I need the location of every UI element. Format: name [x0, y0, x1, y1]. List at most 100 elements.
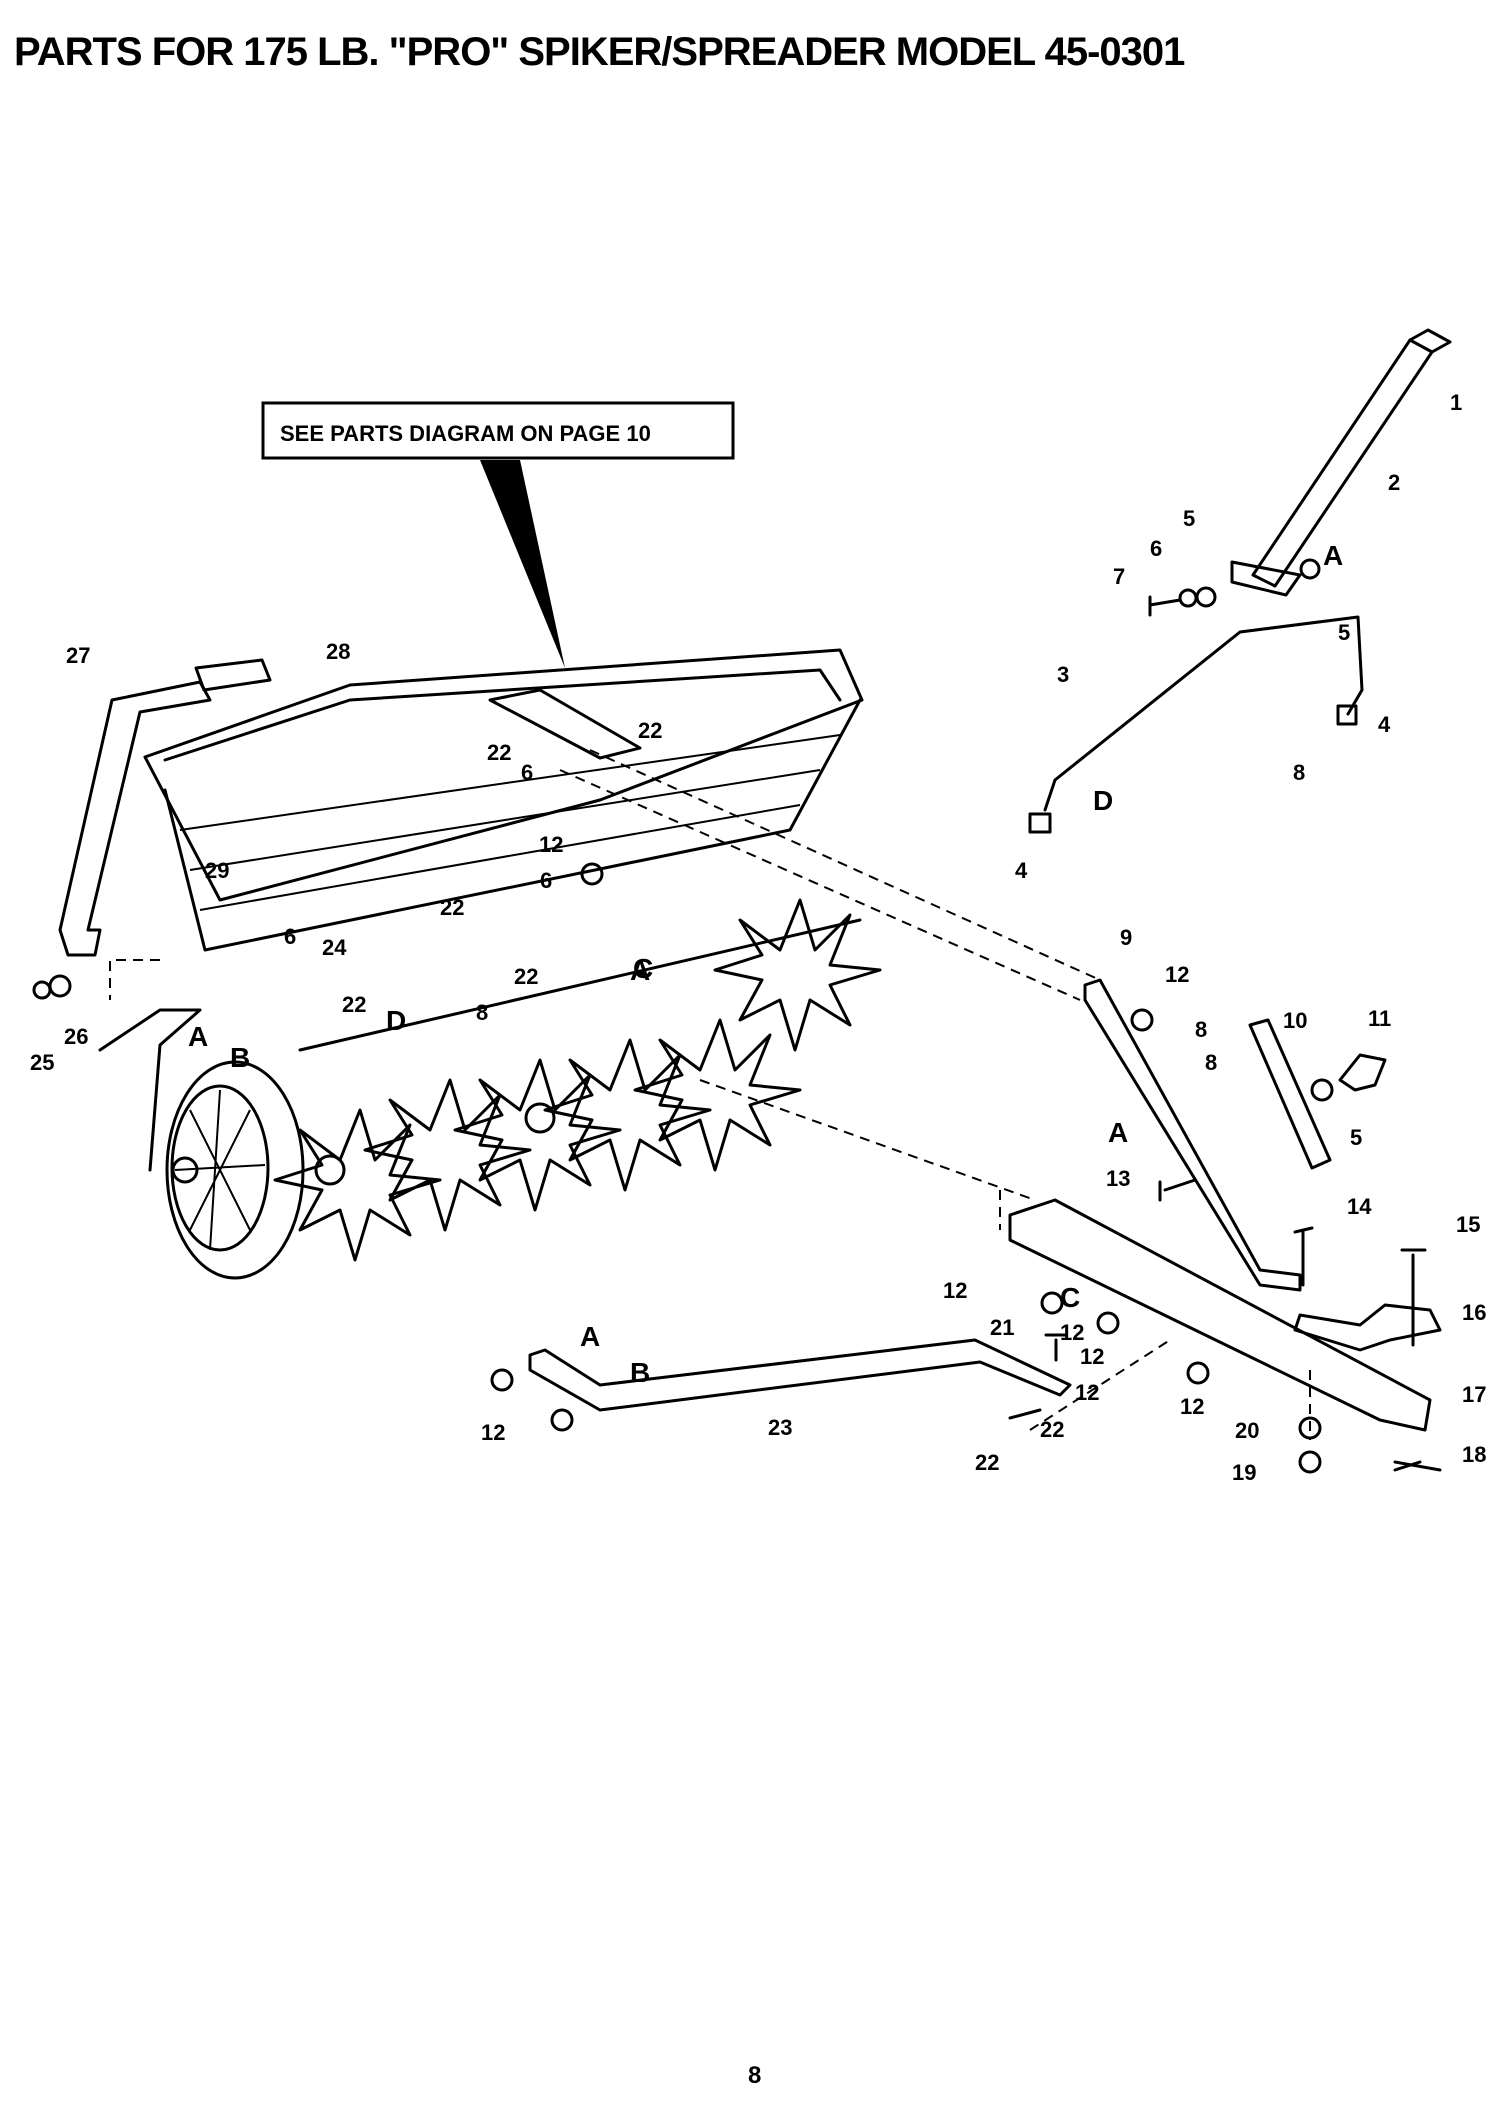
hitch-16	[1293, 1303, 1442, 1352]
hopper-body	[163, 698, 862, 952]
hopper-divider	[488, 688, 642, 760]
callout-5a: 5	[1183, 506, 1195, 531]
transport-wheel	[98, 1008, 305, 1280]
callout-12b: 12	[1165, 962, 1189, 987]
letter-a-5: A	[630, 955, 650, 986]
bracket-9	[1083, 978, 1302, 1292]
washer-26	[48, 974, 72, 998]
letter-a-1: A	[1323, 540, 1343, 571]
spokes	[174, 1089, 266, 1251]
callout-2: 2	[1388, 470, 1400, 495]
callout-7: 7	[1113, 564, 1125, 589]
callout-8b: 8	[1195, 1017, 1207, 1042]
callout-4a: 4	[1378, 712, 1391, 737]
callout-6a: 6	[1150, 536, 1162, 561]
callout-18: 18	[1462, 1442, 1486, 1467]
callout-22e: 22	[342, 992, 366, 1017]
callout-labels: 1 2 3 4 4 5 5 5 6 6 6 6 7 8 8 8 8 9 10 1…	[30, 390, 1486, 1485]
note-pointer	[480, 460, 565, 668]
callout-20: 20	[1235, 1418, 1259, 1443]
assembly-lines	[109, 749, 1311, 1440]
callout-14: 14	[1347, 1194, 1372, 1219]
callout-22c: 22	[440, 895, 464, 920]
callout-22a: 22	[487, 740, 511, 765]
callout-4b: 4	[1015, 858, 1028, 883]
callout-27: 27	[66, 643, 90, 668]
frame-assembly	[490, 862, 1442, 1474]
washer-5c	[1310, 1078, 1334, 1102]
letter-d-1: D	[1093, 785, 1113, 816]
callout-1: 1	[1450, 390, 1462, 415]
control-rod	[1043, 615, 1364, 812]
side-bracket	[32, 658, 272, 1000]
handle-27	[58, 680, 212, 957]
spike-wheels	[273, 898, 882, 1262]
nut-12g	[580, 862, 604, 886]
callout-6b: 6	[521, 760, 533, 785]
letter-b-2: B	[630, 1357, 650, 1388]
rod-end-d	[1028, 812, 1052, 834]
hopper-rim	[143, 648, 864, 902]
letter-a-2: A	[188, 1021, 208, 1052]
cap-28	[194, 658, 272, 692]
washer-5a	[1299, 558, 1321, 580]
callout-3: 3	[1057, 662, 1069, 687]
letter-d-2: D	[386, 1005, 406, 1036]
callout-29: 29	[205, 858, 229, 883]
handle-grip	[1408, 328, 1452, 354]
callout-12f: 12	[481, 1420, 505, 1445]
tow-bar-23	[528, 1338, 1072, 1412]
note-box-text: SEE PARTS DIAGRAM ON PAGE 10	[280, 421, 651, 446]
bolt-22	[1008, 1408, 1042, 1420]
wheel-arm	[98, 1008, 202, 1172]
nut-12d	[1130, 1008, 1154, 1032]
page-title: PARTS FOR 175 LB. "PRO" SPIKER/SPREADER …	[14, 30, 1185, 74]
bolt-14	[1293, 1226, 1314, 1287]
nut-12b	[1096, 1311, 1120, 1335]
callout-16: 16	[1462, 1300, 1486, 1325]
callout-22f: 22	[975, 1450, 999, 1475]
callout-11: 11	[1368, 1006, 1391, 1031]
callout-12g: 12	[1075, 1380, 1099, 1405]
handle-assembly	[1028, 328, 1452, 834]
axle-end	[314, 1154, 346, 1186]
bracket-assembly	[1083, 978, 1442, 1352]
nut-12f	[550, 1408, 574, 1432]
spike-axle	[273, 898, 882, 1262]
callout-10: 10	[1283, 1008, 1307, 1033]
callout-22g: 22	[1040, 1417, 1064, 1442]
callout-8d: 8	[1205, 1050, 1217, 1075]
bolt-21	[1044, 1333, 1068, 1362]
letter-b-1: B	[230, 1042, 250, 1073]
callout-8a: 8	[1293, 760, 1305, 785]
callout-22b: 22	[638, 718, 662, 743]
nut-12a	[1040, 1291, 1064, 1315]
pin-18	[1393, 1460, 1442, 1472]
note-callout: SEE PARTS DIAGRAM ON PAGE 10	[261, 401, 735, 668]
callout-6d: 6	[284, 924, 296, 949]
callout-21: 21	[990, 1315, 1014, 1340]
plate-10	[1248, 1018, 1332, 1170]
letter-c-1: C	[633, 953, 653, 984]
bolt-7	[1148, 595, 1182, 617]
frame-17	[1008, 1198, 1432, 1432]
handle-bracket	[1230, 560, 1302, 597]
callout-19: 19	[1232, 1460, 1256, 1485]
rod-end-4	[1336, 704, 1358, 726]
letter-a-3: A	[1108, 1117, 1128, 1148]
washer-5b	[1195, 586, 1217, 608]
axle-bushing	[524, 1102, 556, 1134]
nut-12e	[490, 1368, 514, 1392]
callout-22d: 22	[514, 964, 538, 989]
washer-6	[1178, 588, 1198, 608]
callout-6c: 6	[540, 868, 552, 893]
callout-12h: 12	[1060, 1320, 1084, 1345]
nut-25	[32, 980, 52, 1000]
tire	[165, 1060, 305, 1280]
callout-12c: 12	[943, 1278, 967, 1303]
callout-5c: 5	[1350, 1125, 1362, 1150]
axle	[298, 918, 862, 1052]
callout-28: 28	[326, 639, 350, 664]
letter-c-2: C	[1060, 1282, 1080, 1313]
